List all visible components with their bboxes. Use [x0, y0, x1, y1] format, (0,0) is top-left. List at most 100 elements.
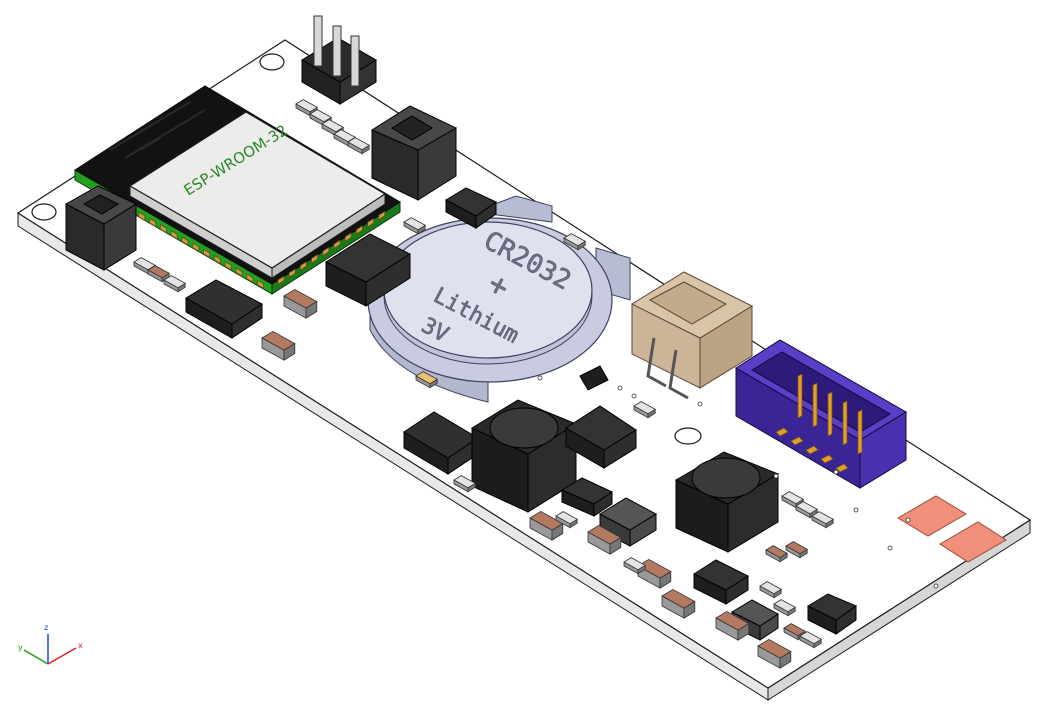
- passive-chip: [781, 491, 804, 505]
- power-inductor-2: [674, 451, 780, 553]
- passive-chip: [757, 638, 792, 659]
- passive-chip: [799, 631, 822, 645]
- passive-chip: [633, 401, 656, 415]
- axis-triad: z y x: [18, 623, 83, 665]
- module-pin: [277, 275, 285, 286]
- module-pin: [149, 217, 157, 228]
- module-pin: [138, 211, 146, 221]
- module-pin: [159, 223, 167, 234]
- tactile-button-top: [370, 105, 458, 201]
- esp32-module: ESP-WROOM-32: [74, 85, 401, 295]
- passive-chip: [163, 275, 186, 289]
- module-pin: [246, 273, 254, 283]
- idc-pin-foot: [775, 427, 789, 437]
- via: [537, 375, 543, 381]
- passive-chip: [321, 119, 344, 133]
- passive-chip: [453, 475, 476, 489]
- header-pin: [313, 15, 360, 87]
- antenna-trace: [109, 101, 206, 159]
- module-pin: [257, 279, 265, 290]
- mounting-hole: [674, 427, 702, 445]
- via: [697, 401, 703, 407]
- idc-pin: [812, 382, 818, 428]
- module-pin: [355, 225, 363, 235]
- passive-chip: [347, 137, 370, 151]
- passive-chip: [147, 265, 170, 279]
- module-pin: [344, 232, 352, 243]
- module-pin: [299, 261, 307, 271]
- via: [887, 545, 893, 551]
- module-pin: [322, 246, 330, 257]
- dpak-regulator: [324, 233, 412, 307]
- idc-pin: [827, 391, 833, 437]
- passive-chip: [795, 501, 818, 515]
- passive-chip: [715, 610, 750, 631]
- via: [933, 583, 939, 589]
- module-pin: [235, 267, 243, 277]
- module-pin: [224, 261, 232, 271]
- jst-pin: [646, 337, 689, 400]
- passive-chip: [403, 217, 426, 231]
- x-axis: [47, 647, 77, 665]
- via: [905, 517, 911, 523]
- module-pin: [378, 210, 386, 221]
- sod-diode-2: [692, 559, 750, 605]
- idc-pins: [775, 373, 863, 473]
- module-shield-can: [128, 111, 387, 269]
- module-pin: [203, 248, 211, 259]
- via: [833, 469, 839, 475]
- passive-chip: [309, 109, 332, 123]
- module-pin: [170, 230, 178, 240]
- tactile-button-left: [64, 185, 138, 271]
- mounting-hole: [259, 53, 285, 71]
- passive-chip: [783, 623, 806, 637]
- module-pin: [181, 236, 189, 246]
- passive-chip: [563, 233, 586, 247]
- passive-chip: [765, 545, 788, 559]
- module-pin: [333, 239, 341, 250]
- module-pin: [213, 254, 221, 265]
- passive-chip: [773, 599, 796, 613]
- sot23-mid: [598, 497, 658, 547]
- passive-chip: [261, 330, 296, 351]
- passive-components: [133, 99, 939, 669]
- idc-pin-foot: [820, 454, 834, 464]
- z-axis-label: z: [44, 623, 48, 632]
- via: [617, 385, 623, 391]
- module-castellated-pins: [127, 205, 386, 290]
- module-pin: [192, 242, 200, 252]
- passive-chip: [415, 371, 438, 385]
- passive-chip: [623, 557, 646, 571]
- x-axis-label: x: [78, 641, 83, 650]
- sot223-regulator: [565, 405, 637, 469]
- y-axis: [23, 649, 49, 665]
- passive-chip: [759, 581, 782, 595]
- passive-chip: [295, 99, 318, 113]
- idc-pin: [857, 409, 863, 455]
- passive-chip: [637, 558, 672, 579]
- copper-pad: [897, 495, 1007, 563]
- passive-chip: [661, 588, 696, 609]
- idc-pin-foot: [805, 445, 819, 455]
- idc-pin-foot: [790, 436, 804, 446]
- via: [773, 473, 779, 479]
- passive-chip: [283, 288, 318, 309]
- passive-chip: [587, 524, 622, 545]
- idc-pin: [797, 373, 803, 419]
- soic-ic: [185, 279, 263, 339]
- module-pin: [367, 217, 375, 228]
- passive-chip: [811, 511, 834, 525]
- idc-box-header: [735, 339, 907, 489]
- passive-chip: [785, 541, 808, 555]
- jst-connector: [630, 271, 754, 400]
- module-pin: [311, 253, 319, 264]
- mounting-hole: [31, 203, 57, 221]
- idc-pin: [842, 400, 848, 446]
- module-pin: [288, 268, 296, 279]
- passive-chip: [555, 511, 578, 525]
- idc-pin-foot: [835, 463, 849, 473]
- power-inductor: [470, 399, 578, 513]
- pin-header-3: [301, 15, 377, 105]
- sot23-transistor: [444, 187, 497, 229]
